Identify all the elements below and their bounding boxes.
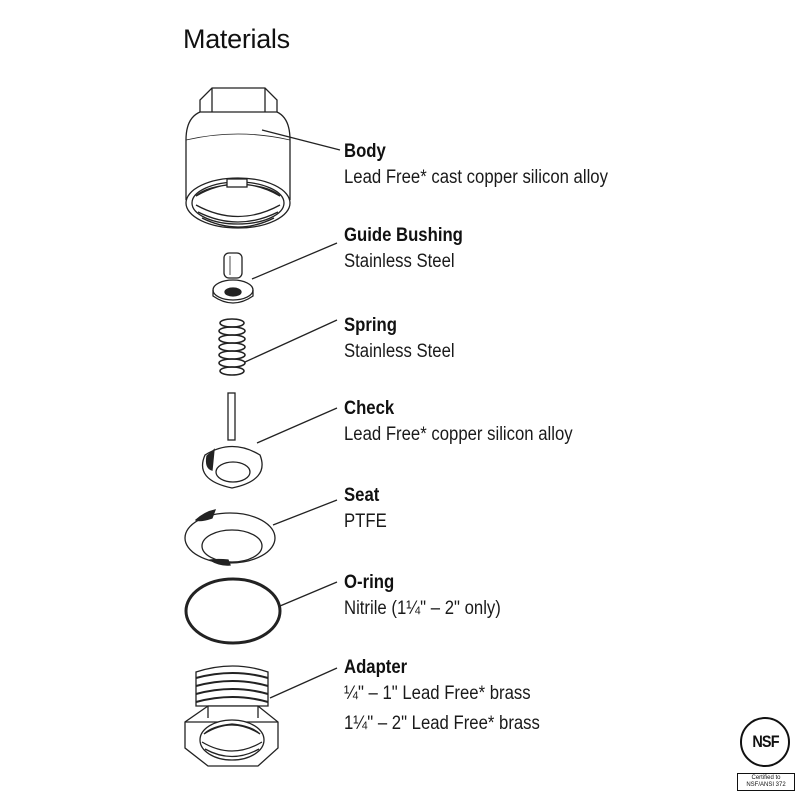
part-material: 1¼" – 2" Lead Free* brass (344, 713, 540, 734)
part-material: PTFE (344, 511, 387, 532)
part-name: Seat (344, 485, 380, 506)
part-material: Stainless Steel (344, 341, 455, 362)
guide-bushing-illustration (212, 242, 338, 304)
o-ring-illustration (184, 577, 338, 645)
part-name: Body (344, 141, 386, 162)
part-o-ring: O-ring Nitrile (1¼" – 2" only) (344, 572, 522, 624)
nsf-logo-icon: NSF (740, 717, 790, 767)
part-material: Lead Free* cast copper silicon alloy (344, 167, 608, 188)
nsf-certification-badge: NSF Certified to NSF/ANSI 372 (737, 717, 795, 791)
body-illustration (185, 87, 341, 229)
certification-box: Certified to NSF/ANSI 372 (737, 773, 795, 791)
part-material: Stainless Steel (344, 251, 455, 272)
part-spring: Spring Stainless Steel (344, 315, 470, 367)
certification-line-2: NSF/ANSI 372 (746, 782, 786, 788)
part-name: O-ring (344, 572, 395, 593)
part-name: Check (344, 398, 395, 419)
seat-illustration (184, 499, 338, 566)
part-check: Check Lead Free* copper silicon alloy (344, 398, 604, 450)
check-illustration (201, 392, 338, 489)
part-name: Guide Bushing (344, 225, 463, 246)
page-title: Materials (183, 24, 290, 54)
part-guide-bushing: Guide Bushing Stainless Steel (344, 225, 479, 277)
spring-illustration (218, 318, 338, 376)
adapter-illustration (184, 665, 338, 767)
part-body: Body Lead Free* cast copper silicon allo… (344, 141, 644, 193)
part-adapter: Adapter ¼" – 1" Lead Free* brass 1¼" – 2… (344, 657, 567, 739)
part-seat: Seat PTFE (344, 485, 393, 537)
nsf-logo-text: NSF (751, 732, 779, 751)
part-material: Nitrile (1¼" – 2" only) (344, 598, 501, 619)
part-material: ¼" – 1" Lead Free* brass (344, 683, 531, 704)
part-material: Lead Free* copper silicon alloy (344, 424, 573, 445)
certification-line-1: Certified to (751, 775, 781, 781)
part-name: Spring (344, 315, 397, 336)
part-name: Adapter (344, 657, 408, 678)
